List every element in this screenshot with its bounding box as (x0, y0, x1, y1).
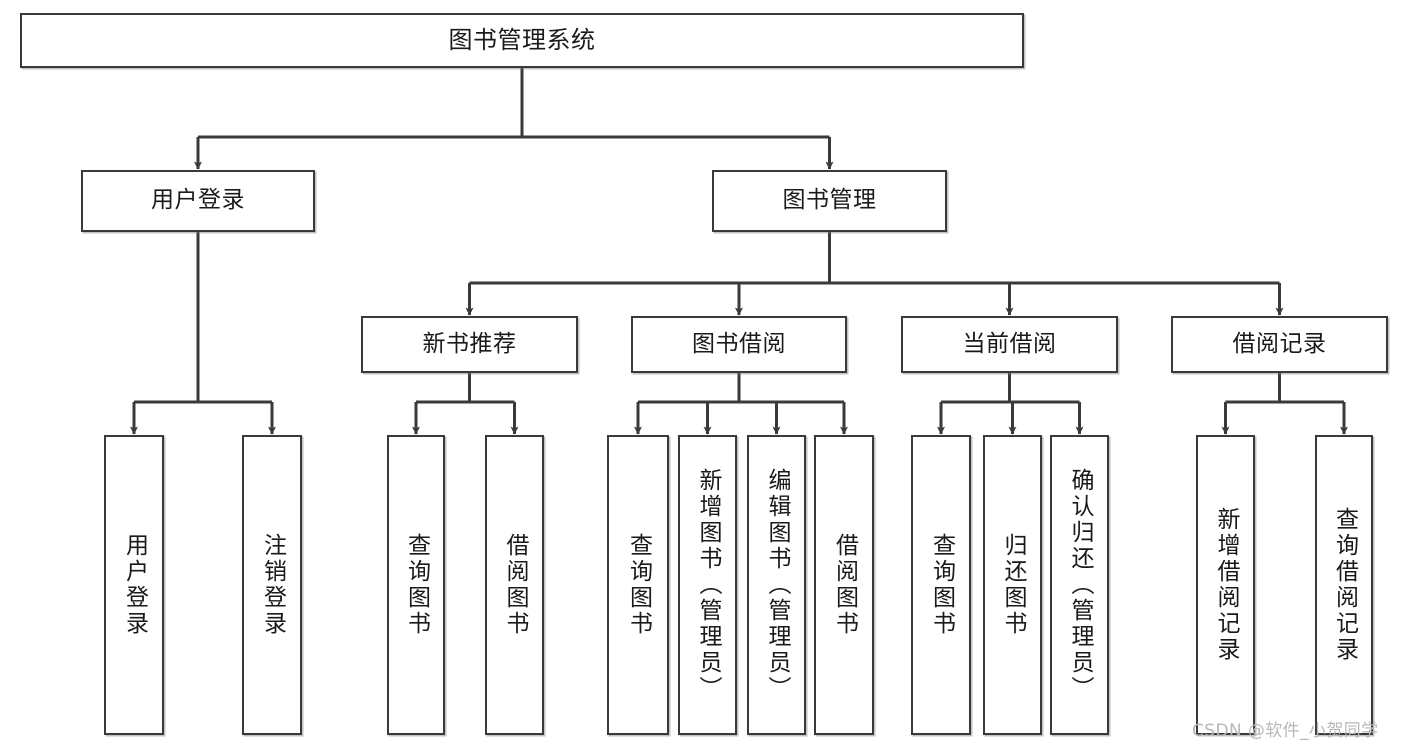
leaf-query-borrow-record[interactable]: 查询借阅记录 (1315, 435, 1373, 735)
leaf-return-book-label: 归还图书 (1000, 533, 1026, 637)
leaf-query-book-1[interactable]: 查询图书 (387, 435, 445, 735)
leaf-query-book-2[interactable]: 查询图书 (607, 435, 669, 735)
node-current-borrow[interactable]: 当前借阅 (901, 316, 1118, 373)
node-root[interactable]: 图书管理系统 (20, 13, 1024, 68)
leaf-borrow-book-2[interactable]: 借阅图书 (814, 435, 874, 735)
leaf-user-login[interactable]: 用户登录 (104, 435, 164, 735)
leaf-query-borrow-record-label: 查询借阅记录 (1331, 507, 1358, 663)
leaf-borrow-book-1-label: 借阅图书 (502, 533, 528, 637)
node-book-borrow-label: 图书借阅 (692, 330, 786, 357)
leaf-add-book[interactable]: 新增图书（管理员） (678, 435, 737, 735)
leaf-borrow-book-2-label: 借阅图书 (831, 533, 858, 637)
node-book-manage-label: 图书管理 (782, 187, 877, 214)
node-book-manage[interactable]: 图书管理 (712, 170, 947, 232)
node-borrow-record[interactable]: 借阅记录 (1171, 316, 1388, 373)
node-book-borrow[interactable]: 图书借阅 (631, 316, 847, 373)
leaf-edit-book-label: 编辑图书（管理员） (764, 468, 790, 702)
leaf-user-logout[interactable]: 注销登录 (242, 435, 302, 735)
node-borrow-record-label: 借阅记录 (1232, 330, 1327, 357)
leaf-query-book-3-label: 查询图书 (928, 533, 955, 637)
leaf-add-borrow-record[interactable]: 新增借阅记录 (1196, 435, 1255, 735)
node-new-book-recommend[interactable]: 新书推荐 (361, 316, 578, 373)
leaf-add-borrow-record-label: 新增借阅记录 (1213, 507, 1239, 663)
leaf-confirm-return[interactable]: 确认归还（管理员） (1050, 435, 1109, 735)
leaf-edit-book[interactable]: 编辑图书（管理员） (747, 435, 806, 735)
leaf-add-book-label: 新增图书（管理员） (695, 468, 721, 702)
leaf-confirm-return-label: 确认归还（管理员） (1067, 468, 1093, 702)
leaf-return-book[interactable]: 归还图书 (983, 435, 1042, 735)
node-root-label: 图书管理系统 (448, 26, 596, 55)
node-current-borrow-label: 当前借阅 (962, 330, 1057, 357)
leaf-user-logout-label: 注销登录 (259, 533, 286, 637)
leaf-query-book-1-label: 查询图书 (403, 533, 430, 637)
csdn-watermark: CSDN @软件_小贺同学 (1192, 721, 1379, 741)
node-user-login-label: 用户登录 (151, 187, 245, 214)
node-new-book-recommend-label: 新书推荐 (422, 330, 517, 357)
leaf-borrow-book-1[interactable]: 借阅图书 (485, 435, 544, 735)
leaf-query-book-2-label: 查询图书 (625, 533, 652, 637)
leaf-user-login-label: 用户登录 (121, 533, 148, 637)
leaf-query-book-3[interactable]: 查询图书 (911, 435, 971, 735)
node-user-login[interactable]: 用户登录 (81, 170, 315, 232)
